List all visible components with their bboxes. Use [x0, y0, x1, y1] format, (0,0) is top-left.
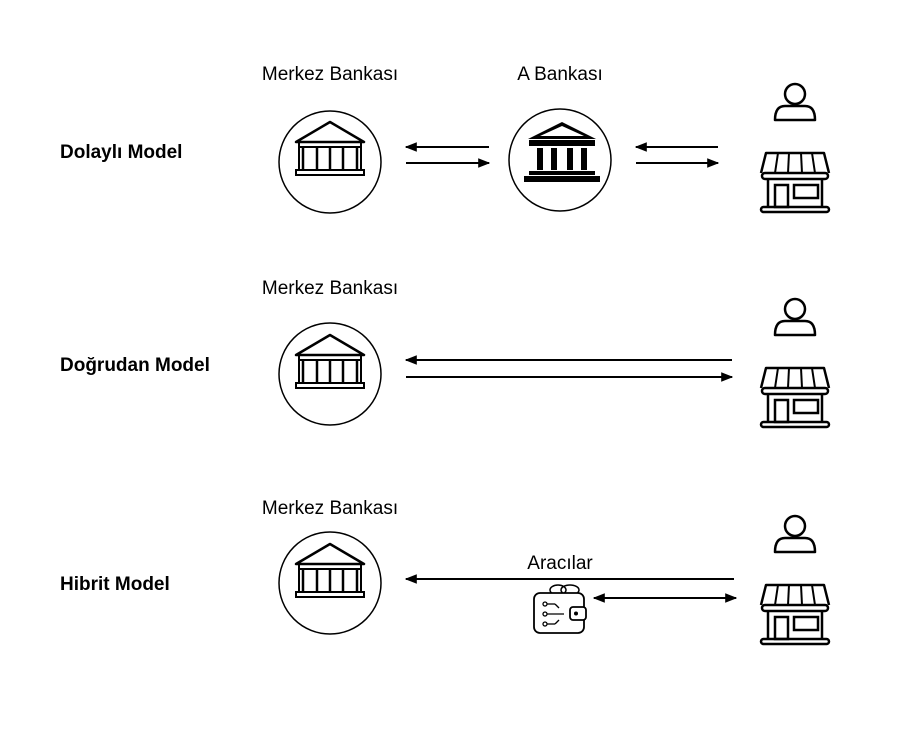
model-label-hybrid: Hibrit Model — [60, 574, 170, 595]
storefront-icon — [759, 366, 831, 429]
person-icon — [773, 297, 817, 337]
model-label-direct: Doğrudan Model — [60, 355, 210, 376]
row-hybrid-model: Hibrit Model Merkez Bankası Aracılar — [60, 498, 831, 646]
storefront-icon — [759, 583, 831, 646]
central-bank-label: Merkez Bankası — [262, 278, 398, 299]
storefront-icon — [759, 151, 831, 214]
intermediaries-label: Aracılar — [527, 553, 593, 574]
a-bank-label: A Bankası — [517, 64, 603, 85]
central-bank-label: Merkez Bankası — [262, 64, 398, 85]
row-direct-model: Doğrudan Model Merkez Bankası — [60, 278, 831, 429]
digital-wallet-icon — [533, 584, 587, 634]
model-label-indirect: Dolaylı Model — [60, 142, 182, 163]
person-icon — [773, 514, 817, 554]
central-bank-label: Merkez Bankası — [262, 498, 398, 519]
row-indirect-model: Dolaylı Model Merkez Bankası A Bankası — [60, 64, 831, 214]
person-icon — [773, 82, 817, 122]
